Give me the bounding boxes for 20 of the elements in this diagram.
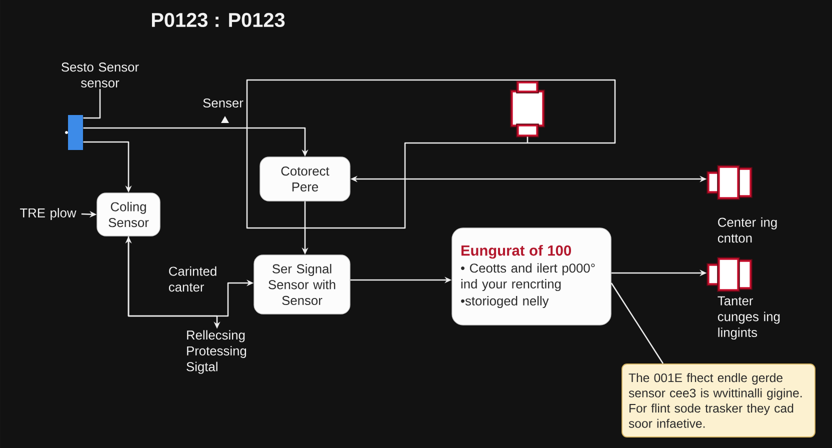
process-box: Ser Signal Sensor with Sensor bbox=[254, 254, 350, 314]
connector-symbol bbox=[706, 165, 752, 200]
node-label: Center ing cntton bbox=[718, 217, 777, 243]
text-label: Carinted canter bbox=[168, 266, 216, 292]
text-label: Rellecsing Protessing Sigtal bbox=[186, 330, 246, 374]
sensor-block bbox=[65, 115, 84, 150]
process-box: Cotorect Pere bbox=[260, 156, 350, 202]
title: P0123 : P0123 bbox=[152, 12, 285, 28]
connector-line bbox=[610, 282, 664, 364]
node-label: Tanter cunges ing lingints bbox=[718, 296, 780, 340]
text-label: Sesto Sensor sensor bbox=[62, 62, 139, 88]
wire-loop bbox=[246, 79, 616, 229]
process-box: Coling Sensor bbox=[96, 192, 160, 236]
text-label: TRE plow bbox=[20, 208, 76, 220]
connector-symbol bbox=[706, 257, 752, 292]
info-box: Eungurat of 100 • Ceotts and ilert p000° ind your rencrting •storioged nelly bbox=[452, 228, 612, 326]
note-box: The 001E fhect endle gerde sensor cee3 is wvittinalli gigine. For flint sode trasker they cad soor infaetive. bbox=[622, 364, 816, 438]
text-label: Senser bbox=[203, 98, 244, 108]
component-symbol bbox=[510, 80, 545, 138]
leader-line bbox=[83, 88, 101, 119]
